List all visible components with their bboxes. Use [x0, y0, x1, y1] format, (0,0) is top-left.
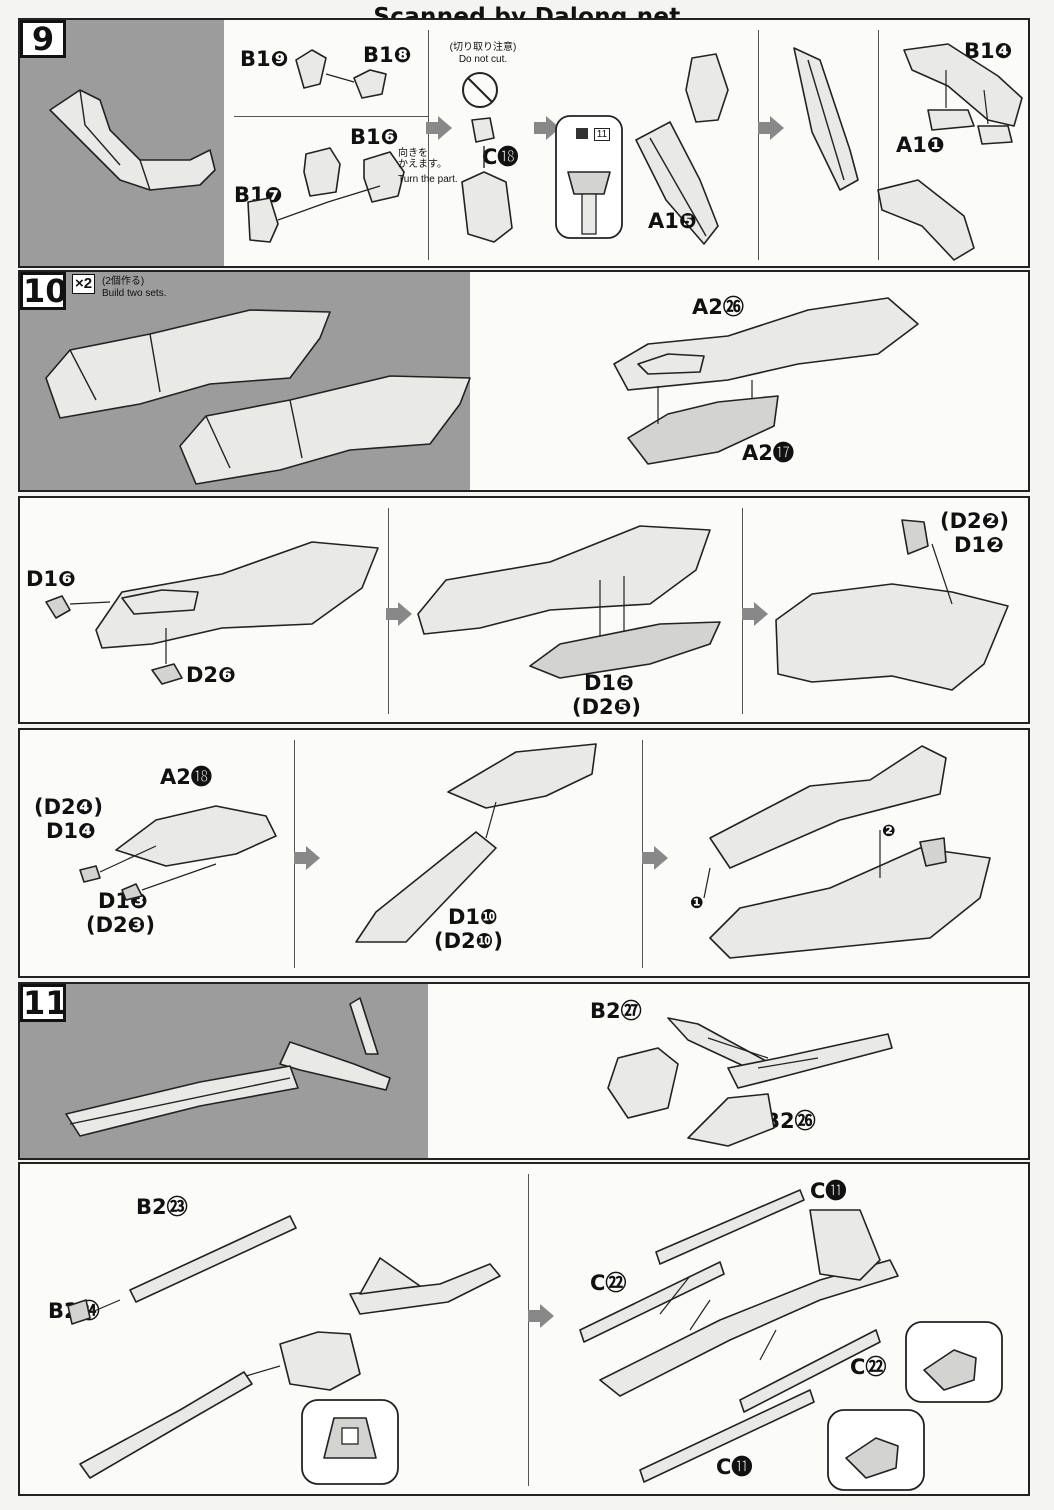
step-10-a2-assembly [613, 297, 919, 465]
step-11b-flow-arrow [528, 1304, 554, 1328]
step-10c-flow-arrow-2 [642, 846, 668, 870]
build-two-badge: ×2 [72, 274, 96, 294]
step-11b-barrel-assembly [67, 1215, 501, 1479]
build-two-jp: (2個作る) [102, 276, 145, 287]
label-b1-4: B1❹ [964, 39, 1013, 63]
do-not-cut-icon [462, 72, 498, 108]
label-b2-26: B2㉖ [764, 1109, 816, 1133]
step-9-detail-inset [555, 115, 623, 239]
step-10c-panel: A2⓲ (D2❹) D1❹ D1❸ (D2❸) D1❿ (D2❿) ❷ ❶ [18, 728, 1030, 978]
label-d1-6: D1❻ [26, 567, 76, 591]
label-b2-27: B2㉗ [590, 999, 642, 1023]
label-d2-6: D2❻ [186, 663, 236, 687]
step-10b-panel: D1❻ D2❻ D1❺ (D2❺) (D2❷) D1❷ [18, 496, 1030, 724]
step-9-number: 9 [20, 20, 66, 58]
step-10c-a218-assembly [79, 805, 277, 901]
label-c-11-bottom: C⓫ [716, 1455, 753, 1479]
step-9-flow-arrow-1 [426, 116, 452, 140]
caution-jp: (切り取り注意) [449, 42, 517, 53]
step-11b-panel: B2㉓ B2㉔ C⓫ C㉒ C㉒ C⓫ [18, 1162, 1030, 1496]
step-11b-detail-inset-top-right [905, 1321, 1003, 1403]
step-9-divider-v1 [428, 30, 429, 260]
step-10b-d15-assembly [417, 525, 721, 679]
label-d2-2: (D2❷) [940, 509, 1010, 533]
step-9-side-view [793, 47, 859, 191]
step-9-a15-assembly [635, 53, 729, 245]
step-9-divider-v3 [878, 30, 879, 260]
step-9-c18-assembly [461, 117, 513, 243]
label-d2-4: (D2❹) [34, 795, 104, 819]
label-a1-5: A1❺ [648, 209, 697, 233]
label-d2-10: (D2❿) [434, 929, 504, 953]
label-d1-10: D1❿ [448, 905, 498, 929]
step-9-subparts-top [295, 49, 387, 99]
step-11b-detail-inset-bottom-right [827, 1409, 925, 1491]
label-c-11-top: C⓫ [810, 1179, 847, 1203]
step-10c-final-assembly [703, 745, 991, 959]
step-11b-detail-inset-left [301, 1399, 399, 1485]
step-10-number: 10 [20, 272, 68, 310]
step-9-b14-a11-parts [877, 43, 1023, 261]
step-9-panel: 9 B1❾ B1❽ B1❻ B1❼ (切り取り注意) Do not cut. 向… [18, 18, 1030, 268]
step-9-divider-h [234, 116, 428, 117]
label-d1-4: D1❹ [46, 819, 96, 843]
label-step-1-marker: ❶ [690, 893, 704, 912]
step-11-assembled-weapon [65, 997, 391, 1137]
label-b1-8: B1❽ [363, 43, 412, 67]
build-two-en: Build two sets. [102, 288, 167, 299]
step-11b-divider [528, 1174, 529, 1486]
step-11-b227-b226-assembly [607, 1017, 893, 1147]
step-9-divider-v2 [758, 30, 759, 260]
ref-step-icon [576, 128, 588, 139]
label-b1-6: B1❻ [350, 125, 399, 149]
label-b1-9: B1❾ [240, 47, 289, 71]
label-c-22-right: C㉒ [850, 1355, 887, 1379]
step-11-panel: 11 B2㉗ B2㉖ [18, 982, 1030, 1160]
label-d2-3: (D2❸) [86, 913, 156, 937]
turn-part-en: Turn the part. [398, 174, 458, 185]
step-10c-flow-arrow-1 [294, 846, 320, 870]
label-a1-1: A1❶ [896, 133, 945, 157]
step-9-assembled-part [49, 89, 216, 191]
step-10-assembled-pair [45, 309, 471, 485]
label-a2-17: A2⓱ [742, 441, 794, 465]
step-10-panel: 10 ×2 (2個作る) Build two sets. A2㉖ A2⓱ [18, 270, 1030, 492]
step-9-flow-arrow-3 [758, 116, 784, 140]
caution-en: Do not cut. [458, 54, 508, 65]
step-11b-final-assembly [579, 1189, 899, 1483]
label-c-18: C⓲ [482, 145, 519, 169]
step-9-subparts-bottom [247, 147, 405, 243]
label-a2-26: A2㉖ [692, 295, 744, 319]
label-d1-2: D1❷ [954, 533, 1004, 557]
step-10b-d12-assembly [775, 519, 1009, 691]
step-11-number: 11 [20, 984, 68, 1022]
step-10b-d16-assembly [45, 541, 379, 685]
label-b2-23: B2㉓ [136, 1195, 188, 1219]
step-10c-d110-assembly [355, 743, 597, 943]
turn-part-jp: 向きを かえます。 [398, 148, 447, 170]
label-step-2-marker: ❷ [882, 821, 896, 840]
label-d1-5: D1❺ [584, 671, 634, 695]
label-c-22-left: C㉒ [590, 1271, 627, 1295]
ref-step-box: 11 [594, 128, 610, 141]
step-10b-flow-arrow-1 [386, 602, 412, 626]
step-10b-flow-arrow-2 [742, 602, 768, 626]
label-d2-5: (D2❺) [572, 695, 642, 719]
label-a2-18: A2⓲ [160, 765, 212, 789]
